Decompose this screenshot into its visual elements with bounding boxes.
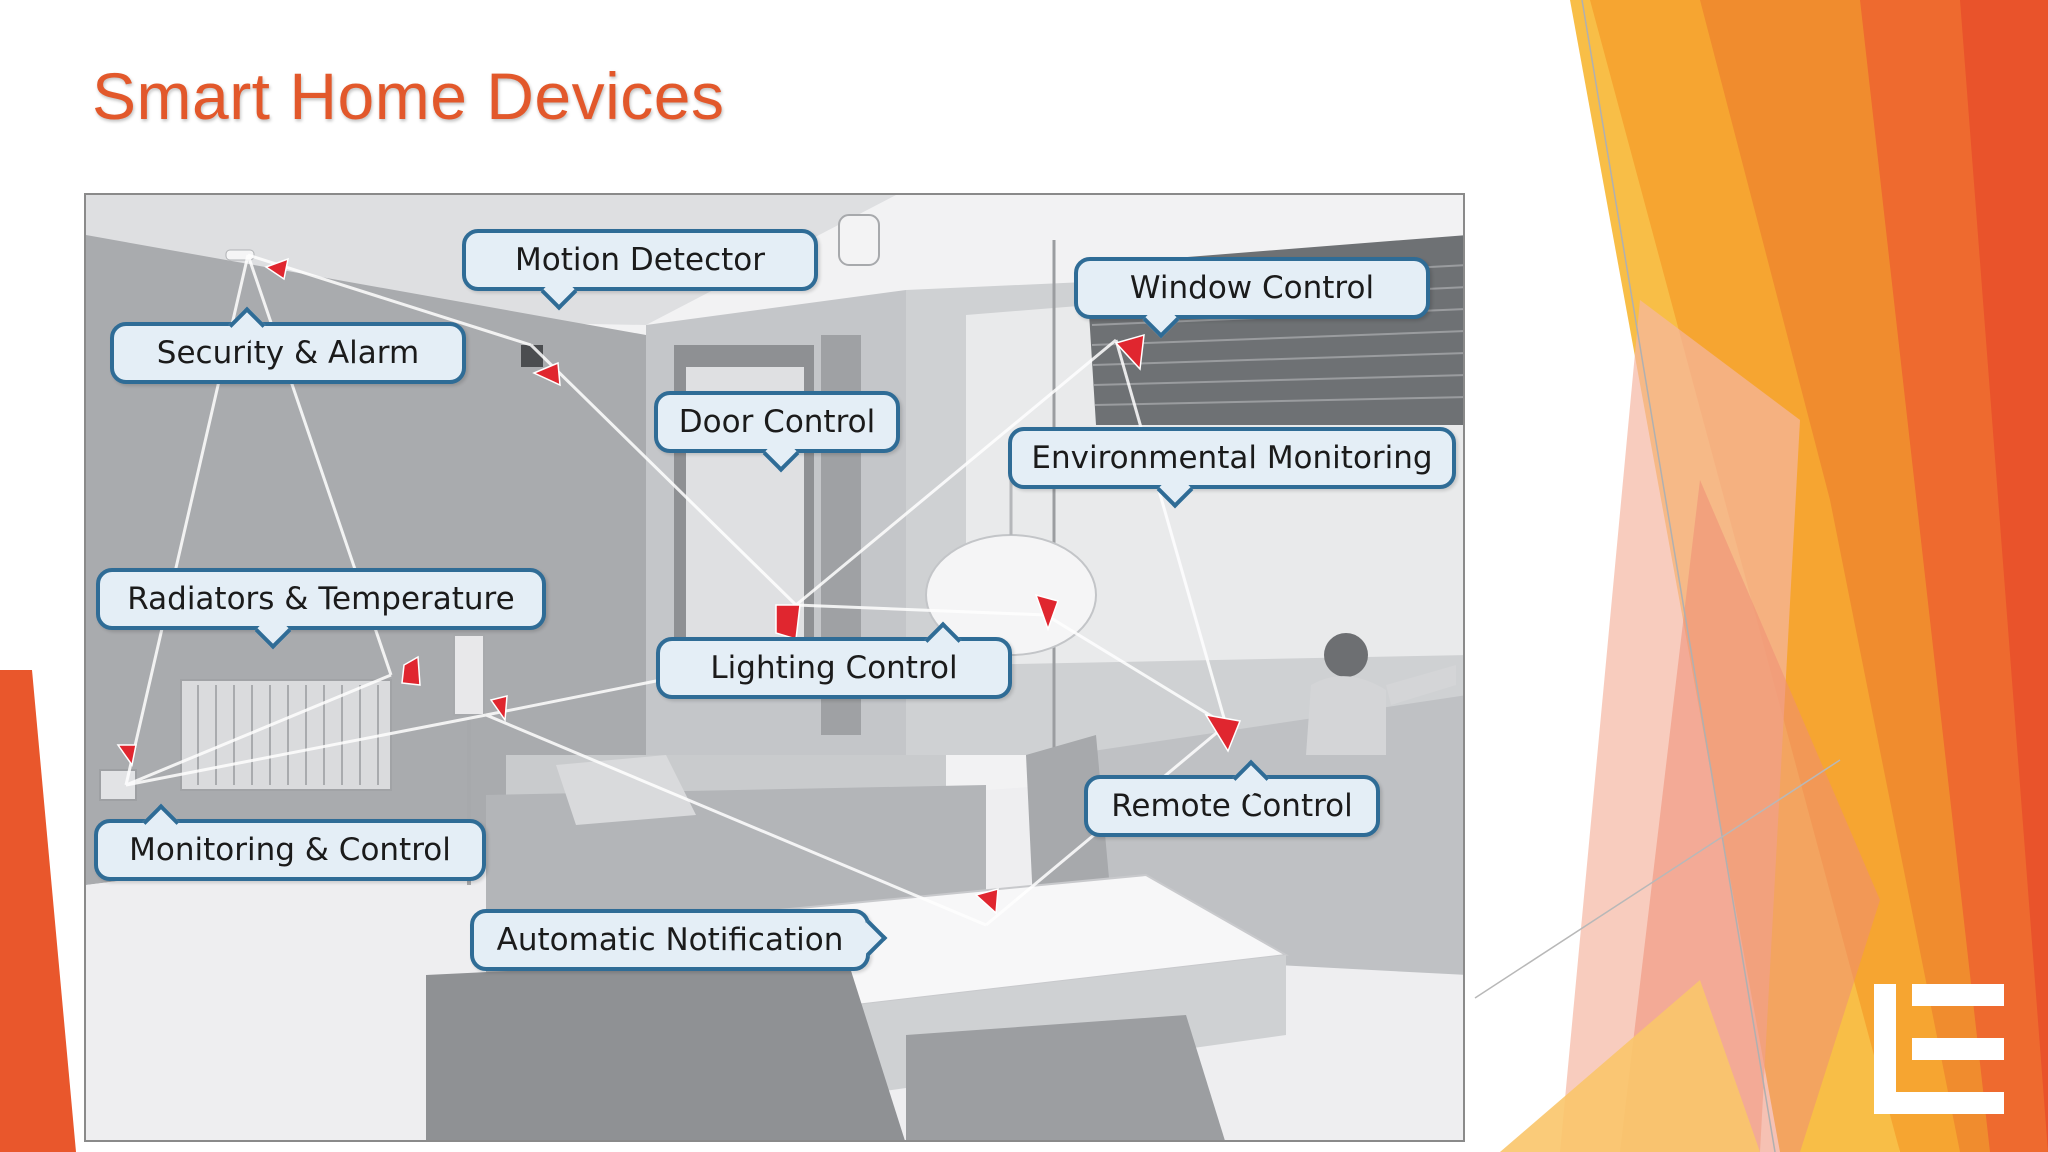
callout-label: Door Control [678,404,876,440]
callout-label: Environmental Monitoring [1031,440,1433,476]
callout-label: Window Control [1129,270,1375,306]
callout-monitoring-control: Monitoring & Control [94,803,486,881]
callout-motion-detector: Motion Detector [462,229,818,311]
callout-environmental-monitoring: Environmental Monitoring [1008,427,1456,509]
callout-label: Motion Detector [514,242,766,278]
callout-label: Radiators & Temperature [127,581,515,617]
page-title: Smart Home Devices [92,59,725,133]
callout-automatic-notification: Automatic Notification [470,909,888,971]
callout-lighting-control: Lighting Control [656,621,1012,699]
callout-radiators-temperature: Radiators & Temperature [96,568,546,650]
callout-label: Lighting Control [710,650,958,686]
callout-label: Security & Alarm [156,335,420,371]
callout-security-alarm: Security & Alarm [110,306,466,384]
callout-label: Remote Control [1111,788,1353,824]
le-logo-icon [1874,984,2004,1114]
callout-label: Automatic Notification [496,922,844,958]
callout-remote-control: Remote Control [1084,759,1380,837]
callout-label: Monitoring & Control [129,832,451,868]
callout-window-control: Window Control [1074,257,1430,339]
callout-door-control: Door Control [654,391,900,473]
radiator [180,679,392,791]
person-on-sofa [1306,633,1456,755]
smart-home-illustration: Security & Alarm Motion Detector Door Co… [84,193,1465,1142]
